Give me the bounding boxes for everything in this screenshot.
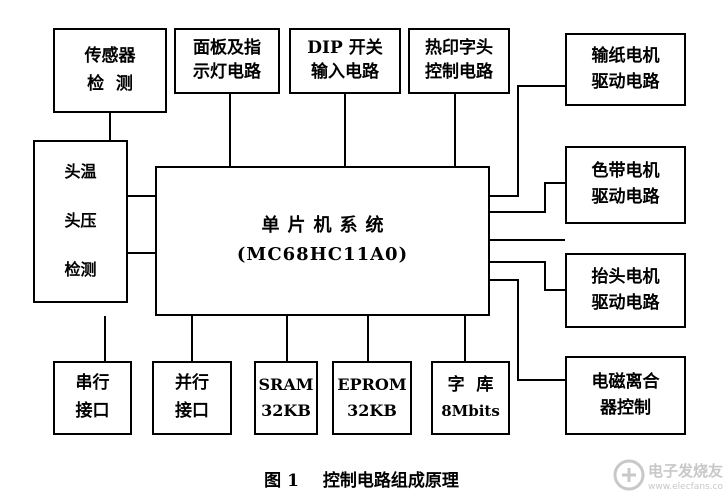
block-label: 32KB (261, 401, 311, 420)
watermark-url: www.elecfans.com (648, 482, 723, 492)
mcu-system-block: 单片机系统 (MC68HC11A0) (155, 166, 490, 316)
block-label: SRAM (258, 374, 314, 394)
figure-caption: 图 1 控制电路组成原理 (0, 466, 723, 491)
block-label: 检测 (64, 260, 97, 280)
block-label: 字 库 (447, 374, 494, 395)
mcu-title: 单片机系统 (261, 215, 392, 237)
panel-indicator-block: 面板及指 示灯电路 (174, 28, 280, 94)
block-label: 电磁离合 (591, 371, 660, 392)
block-label: 接口 (175, 401, 209, 421)
block-label: 抬头电机 (591, 266, 660, 287)
wire-ribbon-motor (490, 182, 565, 213)
font-library-block: 字 库 8Mbits (431, 361, 510, 435)
sensor-detect-block: 传感器 检 测 (53, 28, 167, 113)
block-label: 头温 (64, 162, 97, 182)
printhead-control-block: 热印字头 控制电路 (408, 28, 510, 94)
lift-motor-driver-block: 抬头电机 驱动电路 (565, 253, 686, 328)
electronic-enthusiast-logo-icon (613, 459, 645, 491)
block-label: 驱动电路 (591, 187, 660, 207)
feed-motor-driver-block: 输纸电机 驱动电路 (565, 33, 686, 106)
block-label: DIP 开关 (307, 38, 383, 59)
parallel-interface-block: 并行 接口 (152, 361, 232, 435)
wire-lift-motor-2 (490, 261, 565, 291)
block-label: 驱动电路 (591, 292, 660, 313)
head-temp-pressure-block: 头温 头压 检测 (33, 140, 128, 303)
block-label: 并行 (175, 373, 209, 394)
dip-switch-block: DIP 开关 输入电路 (289, 28, 401, 94)
watermark: 电子发烧友 www.elecfans.com (612, 456, 723, 498)
block-label: 接口 (75, 401, 110, 421)
block-label: 驱动电路 (591, 71, 660, 92)
sram-block: SRAM 32KB (254, 361, 318, 435)
eprom-block: EPROM 32KB (332, 361, 412, 435)
block-label: 面板及指 (193, 38, 261, 59)
block-label: 控制电路 (425, 62, 493, 82)
watermark-text: 电子发烧友 (648, 462, 723, 480)
block-label: 色带电机 (591, 161, 660, 182)
figure-number: 图 1 (264, 471, 299, 491)
mcu-model: (MC68HC11A0) (236, 244, 409, 265)
clutch-control-block: 电磁离合 器控制 (565, 356, 686, 435)
block-label: 器控制 (600, 397, 651, 418)
block-label: 热印字头 (425, 38, 493, 59)
ribbon-motor-driver-block: 色带电机 驱动电路 (565, 146, 686, 224)
block-label: 检 测 (87, 73, 133, 94)
figure-title: 控制电路组成原理 (322, 471, 459, 491)
block-label: EPROM (337, 374, 407, 394)
block-label: 示灯电路 (193, 62, 261, 82)
block-label: 输入电路 (311, 62, 379, 82)
block-label: 传感器 (84, 45, 136, 66)
block-label: 输纸电机 (591, 45, 660, 66)
block-label: 8Mbits (441, 402, 500, 421)
wire-feed-motor (490, 85, 565, 197)
block-label: 串行 (75, 373, 110, 394)
serial-interface-block: 串行 接口 (53, 361, 132, 435)
block-label: 头压 (64, 211, 97, 231)
block-label: 32KB (347, 401, 397, 420)
wire-clutch (490, 279, 565, 381)
